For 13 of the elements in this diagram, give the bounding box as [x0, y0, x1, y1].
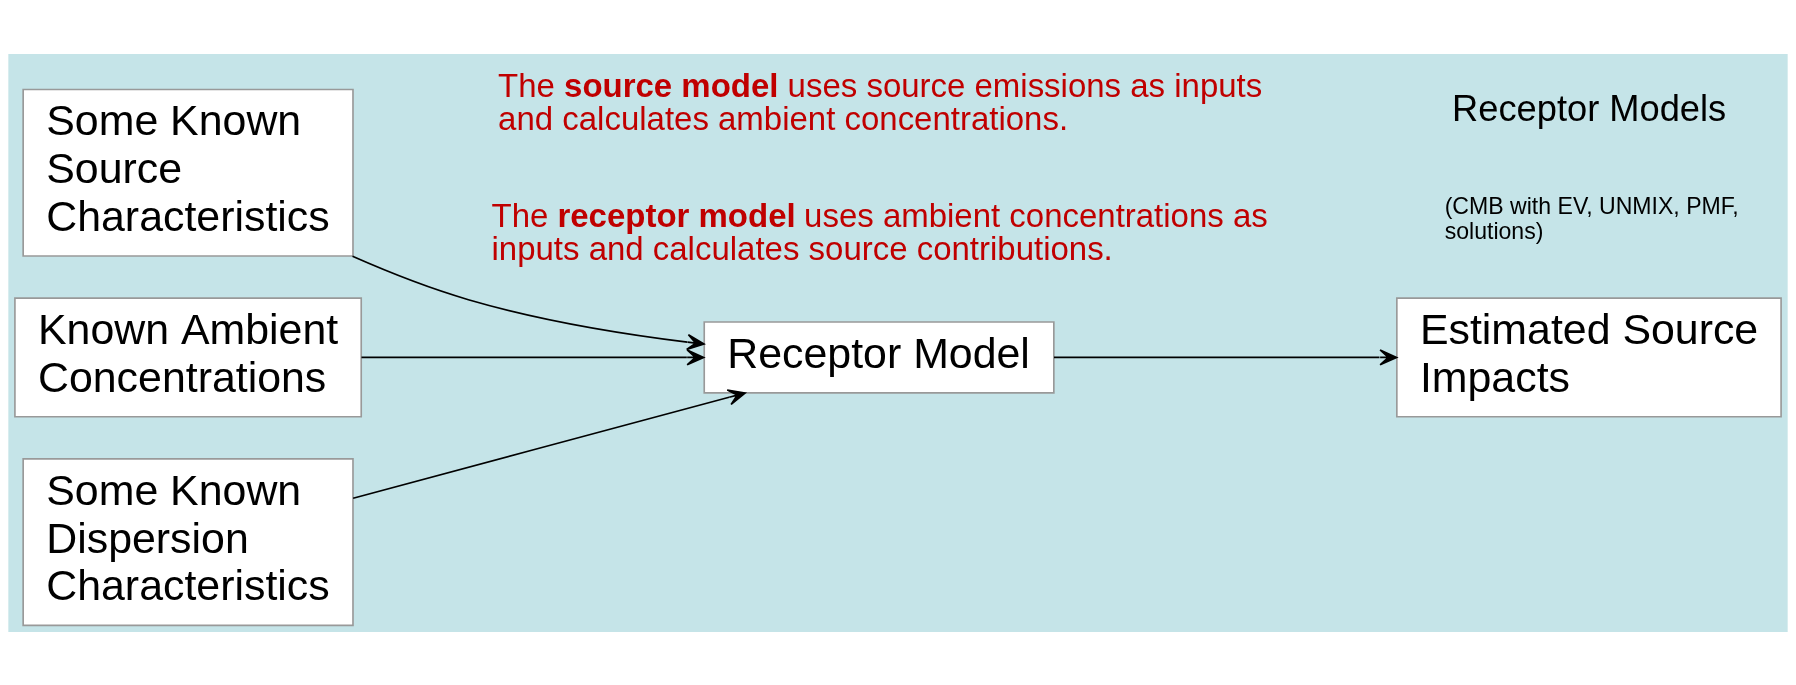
- arrow: [1053, 348, 1398, 366]
- node-box: Estimated Source Impacts: [1396, 296, 1782, 418]
- node-box: Receptor Model: [703, 320, 1055, 394]
- arrow: [352, 388, 746, 499]
- node-box: Known Ambient Concentrations: [14, 296, 363, 418]
- label: The source model uses source emissions as inputs and calculates ambient concentrations.: [498, 66, 1263, 137]
- node-box: Some Known Dispersion Characteristics: [22, 457, 354, 626]
- arrow: [351, 255, 705, 350]
- node-box: Some Known Source Characteristics: [22, 88, 354, 257]
- arrow: [360, 348, 705, 366]
- label: Receptor Models: [1452, 87, 1727, 129]
- label: The receptor model uses ambient concentrations as inputs and calculates source contributions.: [491, 196, 1268, 267]
- label: (CMB with EV, UNMIX, PMF, solutions): [1444, 192, 1739, 244]
